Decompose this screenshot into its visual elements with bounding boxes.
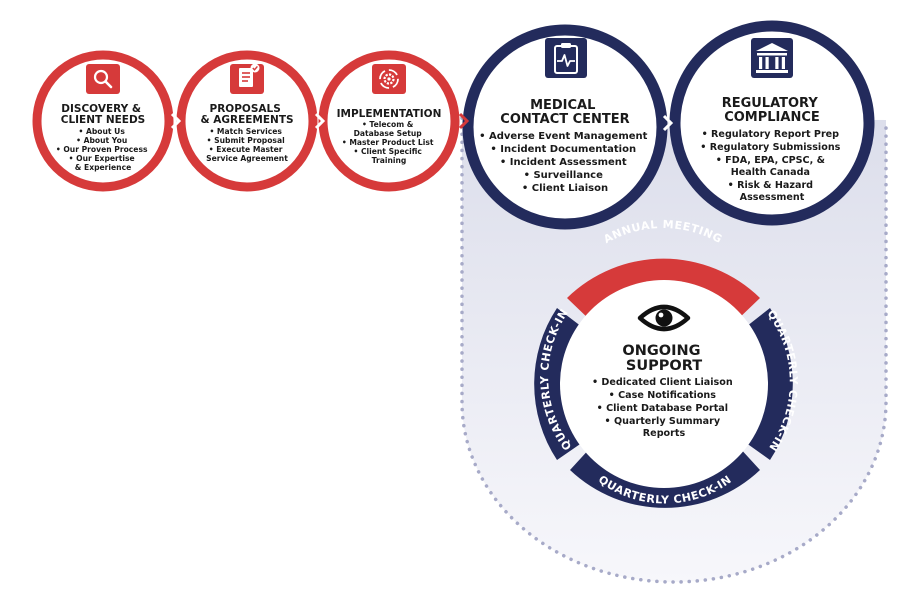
svg-text:• Dedicated Client Liaison: • Dedicated Client Liaison • Case Notifi… (592, 377, 736, 439)
svg-text:• Telecom & Database Set: • Telecom & Database Setup • Master Prod… (342, 120, 436, 165)
stage-implementation-item: • Telecom & (362, 120, 414, 129)
stage-medical-item: • Incident Assessment (500, 157, 627, 168)
stage-proposals-item: Service Agreement (206, 154, 288, 163)
stage-discovery-item: • About Us (78, 127, 125, 136)
courthouse-icon (751, 38, 793, 78)
stage-implementation-item: • Master Product List (342, 138, 434, 147)
ongoing-item: • Dedicated Client Liaison (592, 377, 733, 388)
stage-discovery-item: • About You (76, 136, 127, 145)
stage-discovery-item: • Our Expertise (69, 154, 135, 163)
stage-regulatory-item: • Regulatory Report Prep (702, 129, 840, 140)
svg-text:• Regulatory Report Prep: • Regulatory Report Prep • Regulatory Su… (700, 129, 843, 203)
stage-proposals-title-1: PROPOSALS (210, 103, 281, 115)
svg-text:• Adverse Event Management: • Adverse Event Management • Incident Do… (479, 131, 651, 194)
stage-regulatory-item: • Regulatory Submissions (700, 142, 840, 153)
svg-text:REGULATORY COMPLIANCE: REGULATORY COMPLIANCE (722, 96, 823, 125)
stage-regulatory-item: • Risk & Hazard (728, 180, 814, 191)
stage-proposals-item: • Match Services (209, 127, 282, 136)
stage-implementation-item: Database Setup (354, 129, 423, 138)
ongoing-title-1: ONGOING (622, 343, 700, 359)
stage-regulatory-compliance: REGULATORY COMPLIANCE • Regulatory Repor… (669, 20, 875, 226)
svg-text:• Match Services • Submi: • Match Services • Submit Proposal • Exe… (206, 127, 288, 163)
stage-medical-item: • Client Liaison (522, 183, 608, 194)
chevron-right-icon (458, 112, 470, 130)
stage-proposals: PROPOSALS & AGREEMENTS • Match Services … (176, 50, 318, 192)
stage-implementation-title: IMPLEMENTATION (337, 108, 442, 120)
stage-discovery: DISCOVERY & CLIENT NEEDS • About Us • Ab… (32, 50, 174, 192)
stage-regulatory-title-2: COMPLIANCE (724, 110, 820, 125)
eye-icon (637, 304, 691, 332)
document-check-icon (230, 63, 264, 94)
ongoing-item: • Quarterly Summary (605, 416, 721, 427)
stage-medical-title-1: MEDICAL (530, 98, 595, 113)
svg-text:PROPOSALS & AGREEMENTS: PROPOSALS & AGREEMENTS (200, 103, 293, 126)
stage-medical-title-2: CONTACT CENTER (500, 112, 629, 127)
clipboard-pulse-icon (545, 38, 587, 78)
stage-medical-item: • Incident Documentation (490, 144, 636, 155)
stage-medical-item: • Adverse Event Management (479, 131, 648, 142)
svg-text:DISCOVERY & CLIENT NEEDS: DISCOVERY & CLIENT NEEDS (61, 103, 146, 126)
stage-proposals-item: • Submit Proposal (207, 136, 285, 145)
svg-text:• About Us • About You: • About Us • About You • Our Proven Proc… (56, 127, 150, 172)
stage-regulatory-item: • FDA, EPA, CPSC, & (716, 155, 825, 166)
chevron-right-icon (314, 112, 326, 130)
ongoing-item: • Client Database Portal (597, 403, 728, 414)
chevron-right-icon (170, 112, 182, 130)
stage-discovery-title-1: DISCOVERY & (61, 103, 141, 115)
stage-regulatory-item: Assessment (740, 192, 805, 203)
stage-implementation-item: Training (372, 156, 407, 165)
stage-discovery-item: • Our Proven Process (56, 145, 148, 154)
ongoing-item: • Case Notifications (609, 390, 717, 401)
magnifier-icon (86, 64, 120, 94)
svg-text:IMPLEMENTATION: IMPLEMENTATION (337, 108, 442, 120)
ongoing-item: Reports (643, 428, 686, 439)
stage-proposals-title-2: & AGREEMENTS (200, 114, 293, 126)
stage-regulatory-item: Health Canada (731, 167, 810, 178)
ongoing-title-2: SUPPORT (626, 358, 702, 374)
stage-regulatory-title-1: REGULATORY (722, 96, 819, 111)
gear-cycle-icon (372, 64, 406, 94)
svg-text:ONGOING SUPPORT: ONGOING SUPPORT (622, 343, 705, 374)
stage-discovery-title-2: CLIENT NEEDS (61, 114, 146, 126)
stage-proposals-item: • Execute Master (209, 145, 283, 154)
svg-text:MEDICAL CONTACT CENTER: MEDICAL CONTACT CENTER (500, 98, 629, 127)
stage-implementation-item: • Client Specific (353, 147, 421, 156)
chevron-right-icon (662, 114, 674, 132)
stage-medical-contact-center: MEDICAL CONTACT CENTER • Adverse Event M… (462, 24, 668, 230)
stage-discovery-item: & Experience (75, 163, 132, 172)
chevron-connectors (170, 112, 674, 132)
stage-implementation: IMPLEMENTATION • Telecom & Database Setu… (318, 50, 460, 192)
stage-medical-item: • Surveillance (524, 170, 604, 181)
